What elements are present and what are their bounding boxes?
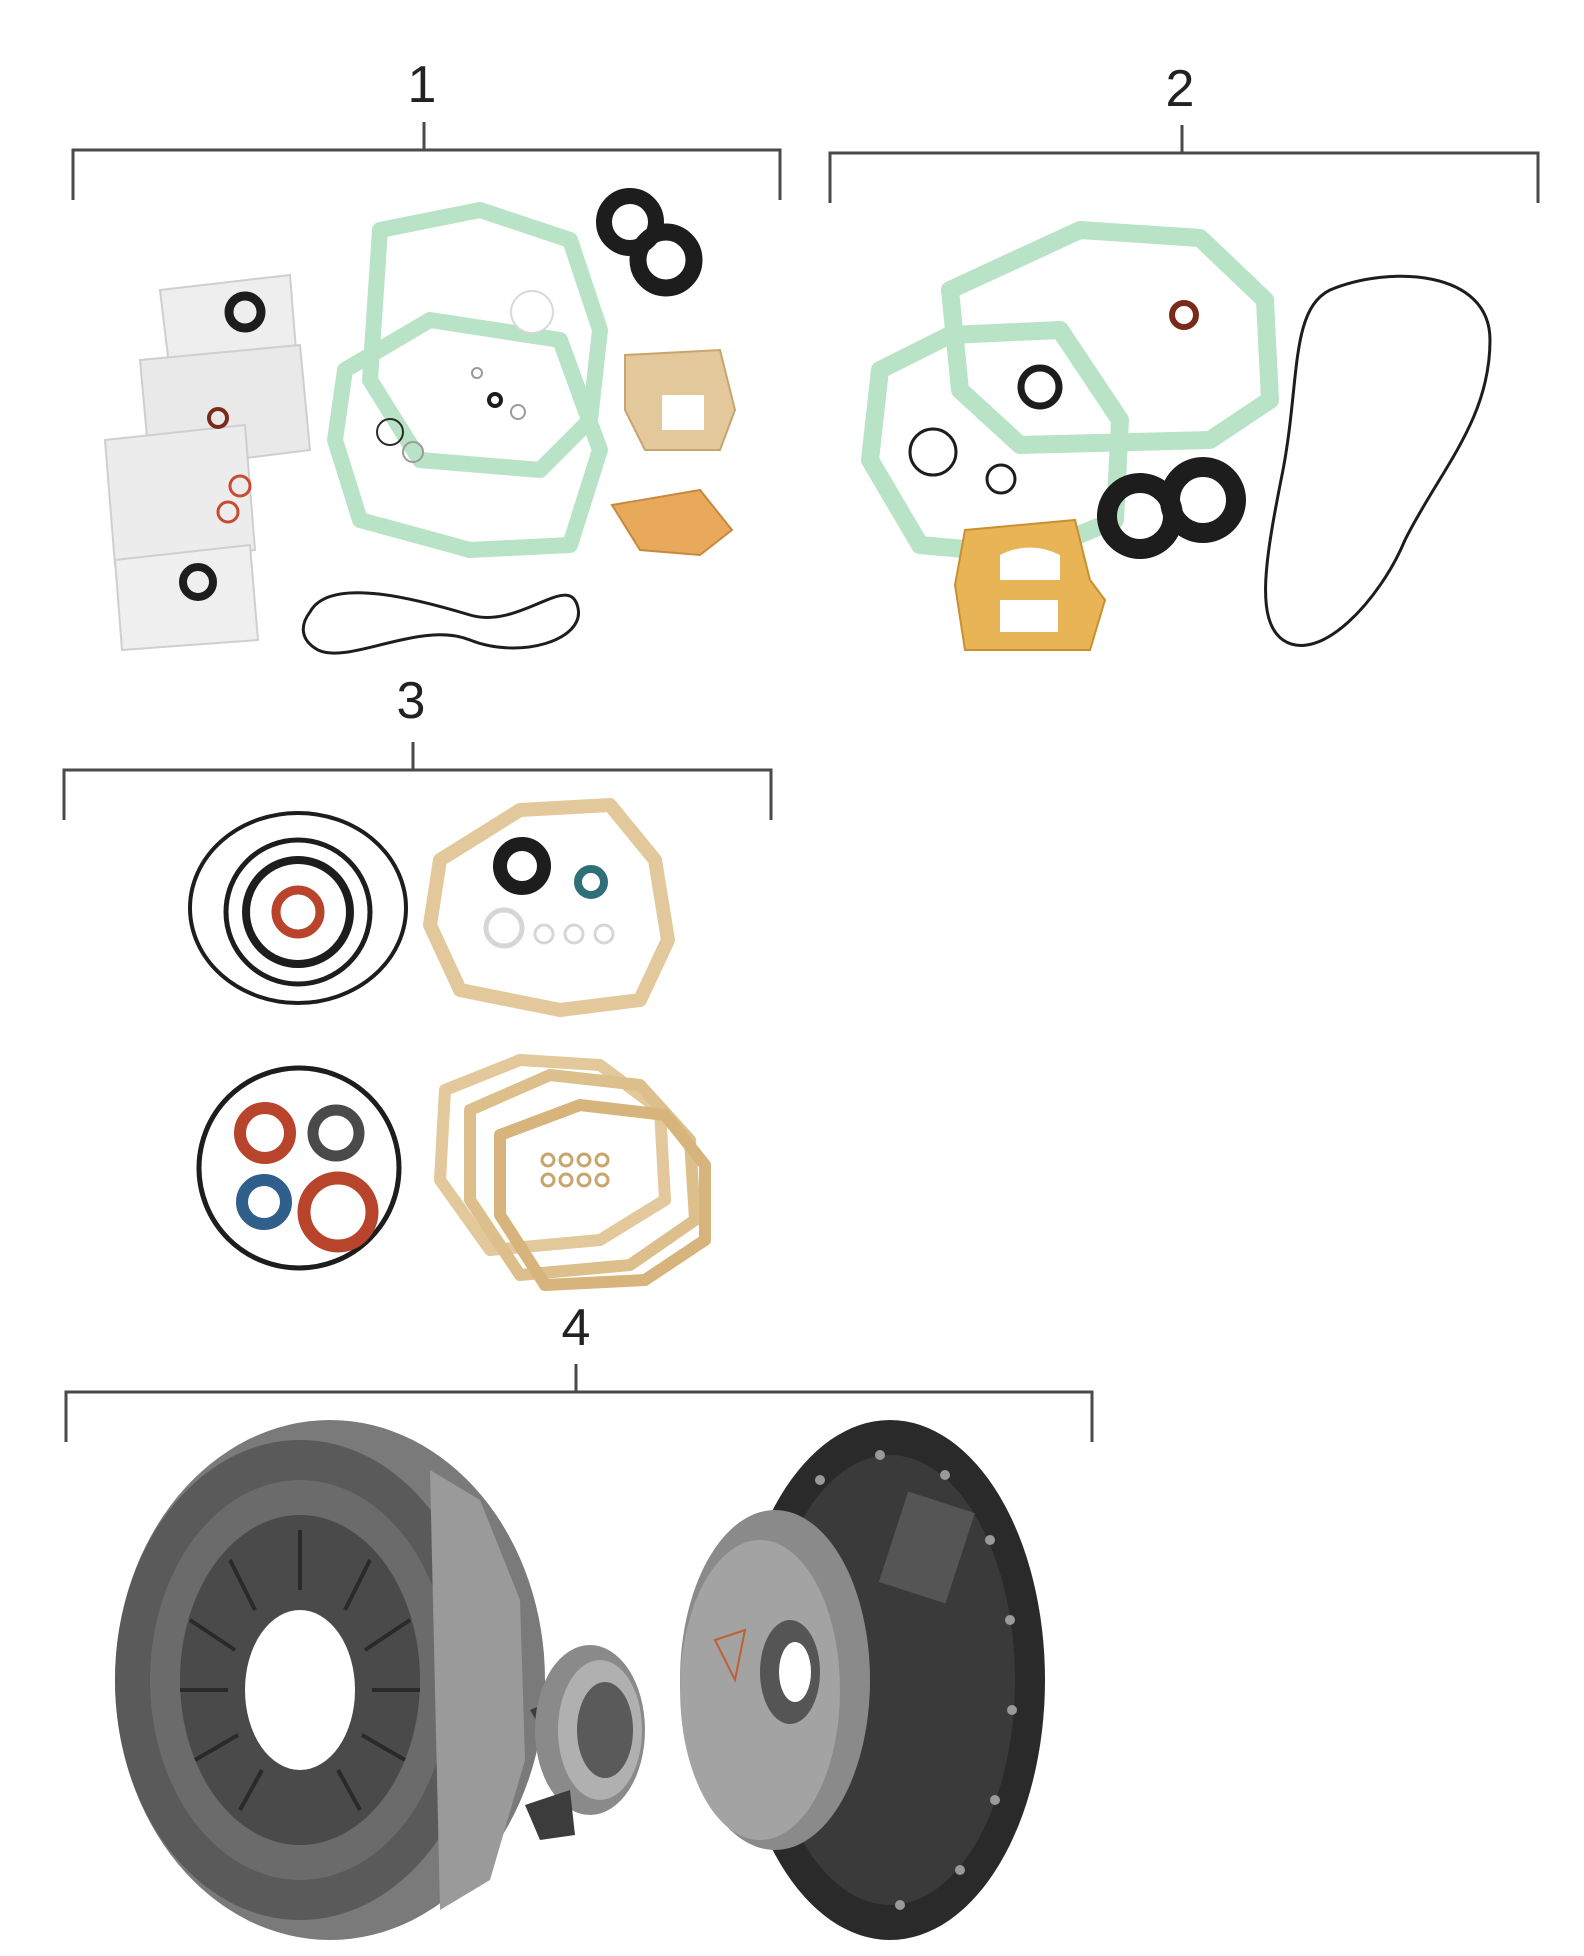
group-3-bracket [62,742,773,820]
group-4: 4 [64,1299,1094,1940]
clutch-disc [680,1420,1045,1940]
orange-gasket-2 [953,518,1107,651]
group-4-label: 4 [562,1299,591,1357]
group-1: 1 [71,56,782,655]
group-3-label: 3 [397,672,426,730]
green-gaskets-2 [861,221,1279,564]
tan-gasket-upper [423,798,675,1017]
bagged-seals [103,273,312,652]
orange-gaskets-1 [610,348,737,557]
group-1-bracket [71,122,782,200]
shaft-seals-1 [596,188,703,297]
group-2-bracket [828,125,1540,203]
group-4-bracket [64,1364,1094,1442]
group-3: 3 [62,672,773,1291]
green-gaskets [327,202,608,558]
large-o-ring-1 [301,591,580,655]
o-ring-set-upper [188,811,408,1005]
group-1-label: 1 [408,56,437,114]
group-2-label: 2 [1166,60,1195,118]
o-ring-set-lower [196,1065,402,1271]
large-o-ring-2 [1264,274,1492,647]
pressure-plate [115,1420,545,1940]
shaft-seals-2 [1097,457,1246,559]
release-bearing [525,1645,645,1840]
group-2: 2 [828,60,1540,651]
tan-gaskets-lower [434,1054,711,1291]
